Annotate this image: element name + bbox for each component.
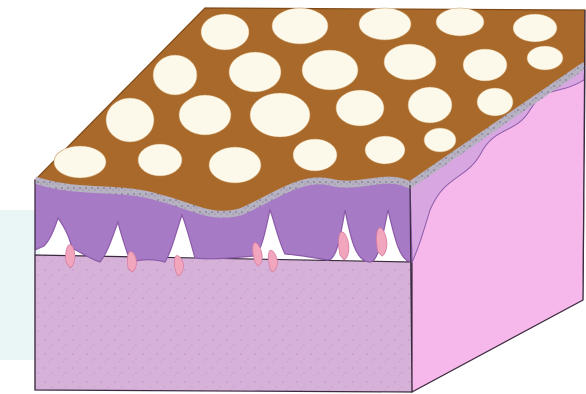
background-tint [0, 210, 40, 360]
dermis-front [35, 255, 412, 392]
